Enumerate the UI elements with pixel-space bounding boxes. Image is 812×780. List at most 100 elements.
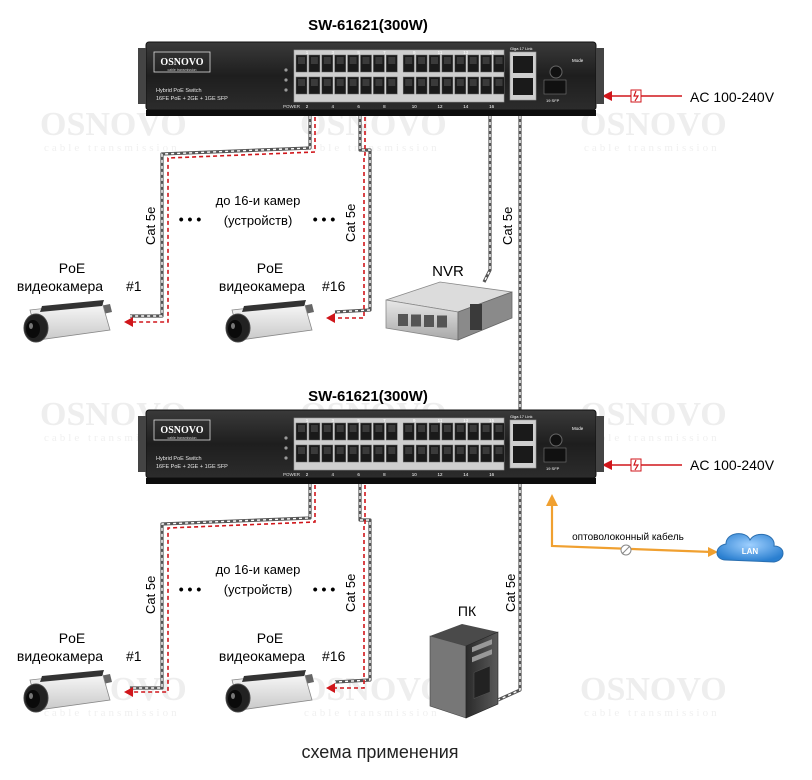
port-number: 10 (412, 472, 418, 477)
fiber-connector-icon (621, 545, 631, 555)
cameras-note-line2: (устройств) (224, 213, 293, 228)
port-number: 2 (306, 472, 309, 477)
ip-camera-icon (225, 670, 314, 713)
nvr-drive-bay (398, 314, 408, 326)
rack-ear (596, 416, 604, 472)
rj45-port-contacts (323, 57, 331, 64)
status-led-icon (284, 68, 288, 72)
sfp-port[interactable] (543, 79, 567, 95)
rj45-port-contacts (362, 57, 370, 64)
rack-ear (138, 416, 146, 472)
port-number: 13 (463, 418, 469, 423)
watermark-brand: OSNOVO (580, 106, 727, 143)
rj45-port-contacts (418, 425, 426, 432)
brand-tagline: cable transmission (168, 436, 197, 440)
rj45-port-contacts (388, 447, 396, 454)
camera-hood (242, 670, 306, 682)
cable-label: Cat 5e (503, 574, 518, 612)
model-line: Hybrid PoE Switch (156, 88, 202, 94)
status-led-icon (284, 88, 288, 92)
lan-cloud-icon: LAN (716, 533, 784, 563)
camera-hood (242, 300, 306, 312)
rj45-port-contacts (336, 447, 344, 454)
port-number: 15 (489, 418, 495, 423)
camera-lens-glint (29, 693, 33, 699)
fiber-arrow-icon (708, 547, 718, 557)
rj45-port-contacts (431, 447, 438, 454)
power-label: POWER (283, 104, 301, 109)
mode-label: Mode (572, 426, 584, 431)
poe-arrow-icon (124, 317, 133, 327)
nvr-panel (470, 304, 482, 330)
rj45-port-contacts (323, 425, 331, 432)
camera-hood (40, 300, 104, 312)
port-number: 3 (332, 50, 335, 55)
rj45-port-contacts (336, 425, 344, 432)
rj45-port-contacts (431, 57, 438, 64)
watermark-tagline: cable transmission (584, 142, 720, 154)
switch-title: SW-61621(300W) (308, 17, 428, 34)
ge-port[interactable] (513, 56, 533, 73)
watermark-tagline: cable transmission (304, 142, 440, 154)
ge-port[interactable] (513, 78, 533, 95)
port-number: 14 (463, 472, 469, 477)
camera-label-line1: PoE (257, 260, 283, 276)
rj45-port-contacts (298, 425, 305, 432)
fiber-label: оптоволоконный кабель (572, 531, 684, 543)
sfp-port[interactable] (543, 447, 567, 463)
nvr-icon (385, 281, 513, 341)
rj45-port-contacts (349, 57, 357, 64)
status-led-icon (284, 456, 288, 460)
rack-ear (138, 48, 146, 104)
rj45-port-contacts (456, 447, 464, 454)
camera-lens-glass (26, 690, 40, 708)
ge-port[interactable] (513, 424, 533, 441)
ip-camera-icon (23, 670, 112, 713)
pc-vent (473, 665, 491, 699)
ge-port[interactable] (513, 446, 533, 463)
ethernet-cable (482, 110, 492, 283)
camera-lens-glint (231, 323, 235, 329)
watermark-tagline: cable transmission (584, 707, 720, 719)
rj45-port-contacts (482, 447, 490, 454)
port-number: 16 (489, 472, 495, 477)
port-number: 11 (438, 50, 443, 55)
port-number: 5 (357, 418, 360, 423)
camera-number: #16 (322, 648, 346, 664)
cable-label: Cat 5e (343, 574, 358, 612)
camera-label-line2: видеокамера (17, 278, 103, 294)
rj45-port-contacts (362, 79, 370, 86)
status-led-icon (284, 436, 288, 440)
nvr-drive-bay (424, 315, 434, 327)
cable-label: Cat 5e (143, 576, 158, 614)
rj45-port-contacts (310, 79, 318, 86)
nvr-drive-bay (411, 314, 421, 327)
port-number: 4 (332, 104, 335, 109)
poe-power-path (334, 110, 366, 319)
cameras-note-line1: до 16-и камер (216, 562, 301, 577)
camera-number: #1 (126, 648, 142, 664)
rj45-port-contacts (418, 447, 426, 454)
mode-button[interactable] (549, 433, 563, 447)
rj45-port-contacts (443, 79, 451, 86)
mode-button[interactable] (549, 65, 563, 79)
cameras-note-line1: до 16-и камер (216, 193, 301, 208)
port-number: 10 (412, 104, 418, 109)
watermark-brand: OSNOVO (580, 671, 727, 708)
rj45-port-contacts (405, 57, 413, 64)
status-led-icon (284, 78, 288, 82)
pc-tower-icon (429, 624, 499, 719)
camera-number: #16 (322, 278, 346, 294)
poe-power-path (132, 110, 316, 323)
ellipsis: • • • (179, 211, 202, 227)
plug-icon-bolt (633, 90, 640, 102)
rj45-port-contacts (362, 447, 370, 454)
port-number: 12 (437, 104, 443, 109)
rj45-port-contacts (495, 79, 503, 86)
model-line: 16FE PoE + 2GE + 1GE SFP (156, 96, 228, 102)
pc-drive (472, 639, 492, 653)
lan-label: LAN (742, 547, 759, 556)
sfp-label: 19 SFP (546, 466, 560, 471)
